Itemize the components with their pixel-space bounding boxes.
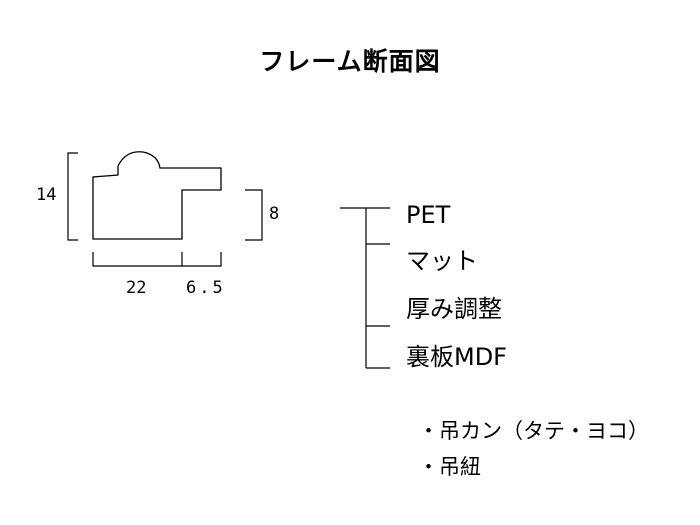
dim-label-8: 8 xyxy=(269,204,280,224)
note-cord: ・吊紐 xyxy=(418,455,481,479)
layer-label-thickness: 厚み調整 xyxy=(406,295,502,323)
dim-label-6-5: 6.5 xyxy=(186,278,226,298)
frame-profile xyxy=(92,151,222,240)
layer-label-backboard: 裏板MDF xyxy=(406,343,507,371)
bracket-width xyxy=(92,252,222,267)
dim-label-22: 22 xyxy=(126,278,147,298)
bracket-height-rebate xyxy=(245,189,263,241)
layer-label-mat: マット xyxy=(406,247,478,275)
note-hanger: ・吊カン（タテ・ヨコ） xyxy=(418,419,649,443)
layer-label-pet: PET xyxy=(406,201,451,229)
layer-tree-lines xyxy=(340,207,390,369)
bracket-height-total xyxy=(67,152,78,241)
dim-label-14: 14 xyxy=(36,185,57,205)
page-title: フレーム断面図 xyxy=(259,47,441,76)
